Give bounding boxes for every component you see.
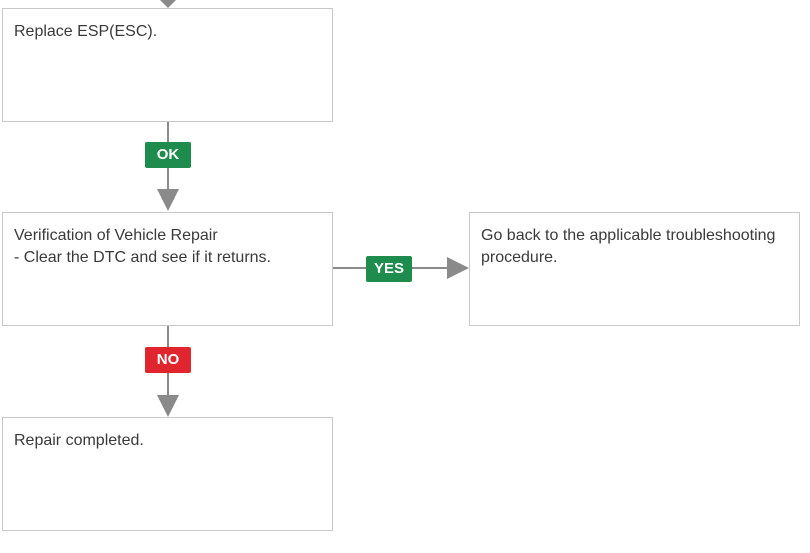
step-completed-text: Repair completed. bbox=[14, 432, 144, 449]
arrowhead-go-back bbox=[447, 257, 469, 279]
step-verify-repair: Verification of Vehicle Repair - Clear t… bbox=[2, 212, 333, 326]
ok-badge: OK bbox=[145, 142, 191, 168]
arrowhead-completed bbox=[157, 395, 179, 417]
step-go-back-line1: Go back to the applicable troubleshootin… bbox=[481, 227, 776, 244]
step-verify-title: Verification of Vehicle Repair bbox=[14, 227, 218, 244]
step-repair-completed: Repair completed. bbox=[2, 417, 333, 531]
step-go-back-line2: procedure. bbox=[481, 249, 558, 266]
yes-badge: YES bbox=[366, 256, 412, 282]
arrowhead-verify bbox=[157, 189, 179, 211]
step-verify-detail: - Clear the DTC and see if it returns. bbox=[14, 249, 271, 266]
step-go-back: Go back to the applicable troubleshootin… bbox=[469, 212, 800, 326]
step-replace-esp: Replace ESP(ESC). bbox=[2, 8, 333, 122]
incoming-arrowhead bbox=[160, 0, 176, 8]
step-replace-text: Replace ESP(ESC). bbox=[14, 23, 158, 40]
no-badge: NO bbox=[145, 347, 191, 373]
